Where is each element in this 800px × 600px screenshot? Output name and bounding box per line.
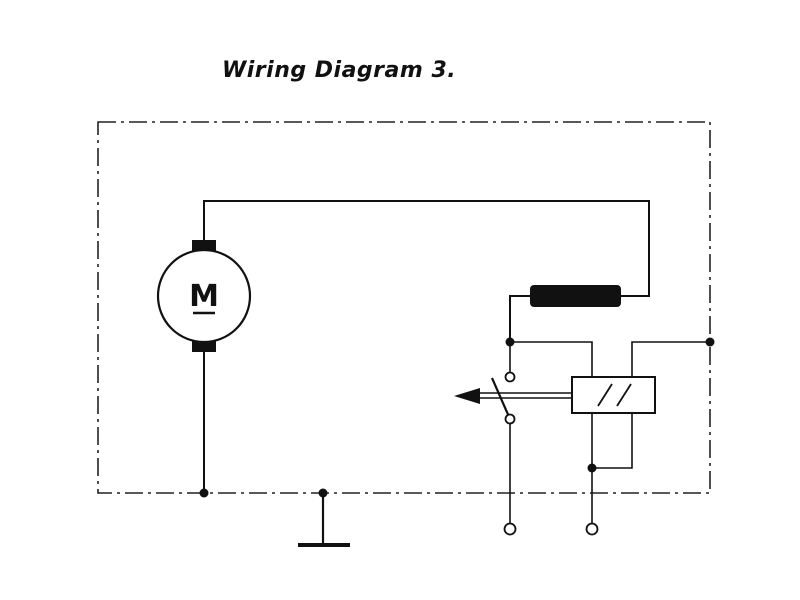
switch-contact-top	[504, 371, 516, 383]
coil-bottom-loop	[591, 413, 633, 469]
motor-brush-bottom	[192, 340, 216, 352]
motor: M	[156, 240, 252, 352]
junction-dot	[705, 337, 715, 347]
ground-symbol	[298, 488, 350, 547]
housing-boundary	[97, 121, 711, 494]
contact-rail	[510, 341, 593, 377]
relay-coil	[571, 376, 656, 414]
top-wire	[203, 200, 650, 297]
junction-dot	[199, 488, 209, 498]
relay-coil-slash	[597, 383, 613, 407]
motor-label: M	[189, 279, 219, 314]
motor-brush-top	[192, 240, 216, 252]
resistor-lead	[509, 295, 530, 342]
switch-contact-bottom	[504, 413, 516, 425]
diagram-title: Wiring Diagram 3.	[222, 58, 457, 83]
relay-coil-slash	[616, 383, 632, 407]
motor-icon	[156, 248, 252, 344]
relay-coil-box	[571, 376, 656, 414]
arrow-icon	[454, 388, 480, 404]
terminal	[585, 522, 599, 536]
resistor	[530, 285, 621, 307]
terminal	[503, 522, 517, 536]
right-rail	[631, 341, 710, 377]
